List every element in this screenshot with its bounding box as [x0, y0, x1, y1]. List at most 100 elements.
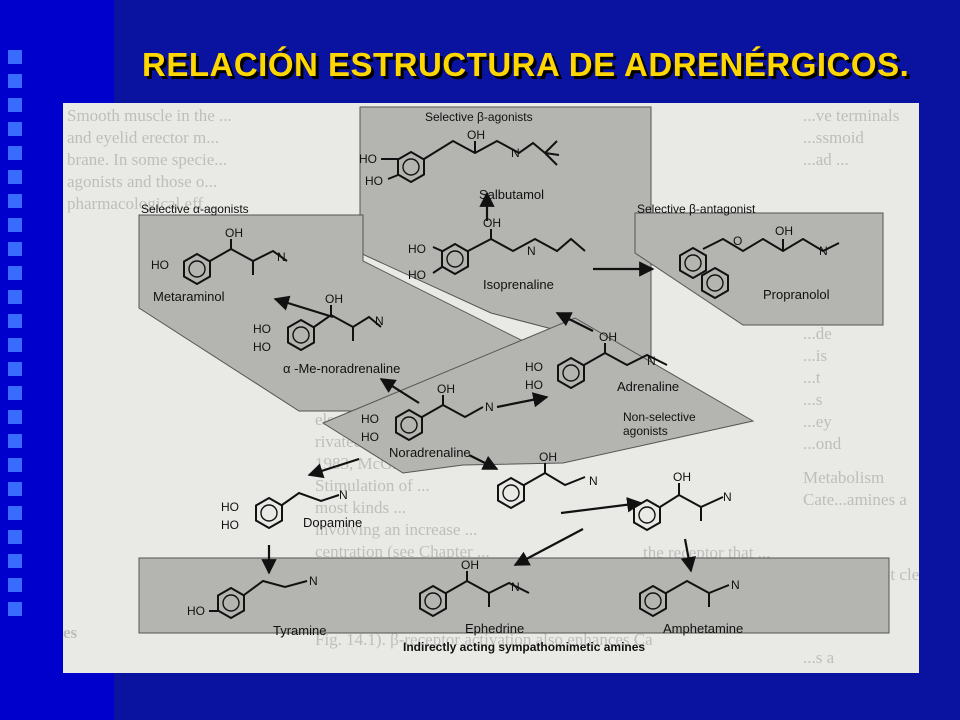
svg-text:N: N	[339, 488, 348, 502]
svg-text:Fig. 14.1). β-receptor activat: Fig. 14.1). β-receptor activation also e…	[315, 630, 653, 649]
arrow-intermediate-to-center	[560, 497, 643, 515]
svg-text:...t: ...t	[803, 368, 821, 387]
svg-text:HO: HO	[187, 604, 205, 618]
svg-text:...de: ...de	[803, 324, 832, 343]
compound-noradrenaline: Noradrenaline	[389, 445, 471, 460]
svg-text:...ssmoid: ...ssmoid	[803, 128, 864, 147]
svg-text:es: es	[63, 623, 78, 642]
label-indirect-amines: Indirectly acting sympathomimetic amines	[403, 640, 645, 654]
molecule-alpha-me-noradrenaline: OH N HO HO α -Me-noradrenaline	[253, 292, 400, 376]
svg-text:the receptor that ...: the receptor that ...	[643, 543, 770, 562]
svg-text:HO: HO	[359, 152, 377, 166]
svg-text:N: N	[277, 250, 286, 264]
svg-text:HO: HO	[151, 258, 169, 272]
svg-text:HO: HO	[408, 242, 426, 256]
arrow-noradrenaline-to-intermediate	[468, 454, 499, 470]
adrenergic-structure-figure: Smooth muscle in the ... and eyelid erec…	[63, 103, 919, 673]
svg-text:HO: HO	[253, 322, 271, 336]
svg-text:N: N	[375, 314, 384, 328]
svg-text:HO: HO	[525, 378, 543, 392]
svg-text:N: N	[723, 490, 732, 504]
panels	[138, 106, 890, 634]
arrow-me-noradrenaline-to-metaraminol	[273, 295, 334, 319]
panel-selective-beta-antagonist	[634, 212, 884, 326]
svg-text:HO: HO	[365, 174, 383, 188]
svg-text:HO: HO	[221, 518, 239, 532]
compound-propranolol: Propranolol	[763, 287, 830, 302]
slide-title: RELACIÓN ESTRUCTURA DE ADRENÉRGICOS.	[142, 46, 910, 83]
svg-text:OH: OH	[225, 226, 243, 240]
label-selective-beta-antagonist: Selective β-antagonist	[637, 202, 756, 216]
svg-text:HO: HO	[253, 340, 271, 354]
svg-text:N: N	[511, 146, 520, 160]
svg-text:OH: OH	[437, 382, 455, 396]
compound-metaraminol: Metaraminol	[153, 289, 225, 304]
svg-text:...ey: ...ey	[803, 412, 832, 431]
svg-text:brane. In some specie...: brane. In some specie...	[67, 150, 227, 169]
arrow-noradrenaline-to-adrenaline	[496, 392, 549, 409]
svg-text:pharmacological eff...: pharmacological eff...	[67, 194, 216, 213]
arrow-noradrenaline-to-me-noradrenaline	[379, 378, 420, 404]
compound-isoprenaline: Isoprenaline	[483, 277, 554, 292]
molecule-dopamine: N HO HO Dopamine	[221, 488, 362, 532]
arrow-noradrenaline-to-dopamine	[307, 457, 360, 479]
svg-text:N: N	[527, 244, 536, 258]
compound-dopamine: Dopamine	[303, 515, 362, 530]
molecule-intermediate: OH N	[497, 450, 598, 509]
svg-text:HO: HO	[525, 360, 543, 374]
svg-text:OH: OH	[483, 216, 501, 230]
arrows	[261, 191, 697, 575]
molecule-salbutamol: OH N HO HO Salbutamol	[359, 128, 560, 202]
svg-text:Stimulation of ...: Stimulation of ...	[315, 476, 430, 495]
svg-text:Smooth muscle in the ...: Smooth muscle in the ...	[67, 106, 232, 125]
label-non-selective-1: Non-selective	[623, 410, 696, 424]
molecule-tyramine: N HO Tyramine	[187, 574, 326, 638]
svg-text:N: N	[485, 400, 494, 414]
svg-text:...ve terminals: ...ve terminals	[803, 106, 899, 125]
svg-text:N: N	[589, 474, 598, 488]
compound-ephedrine: Ephedrine	[465, 621, 524, 636]
svg-text:Metabolism: Metabolism	[803, 468, 884, 487]
svg-text:HO: HO	[361, 430, 379, 444]
svg-text:most kinds ...: most kinds ...	[315, 498, 406, 517]
molecule-metaraminol: OH N HO Metaraminol	[151, 226, 288, 304]
svg-text:N: N	[511, 580, 520, 594]
svg-text:HO: HO	[361, 412, 379, 426]
label-selective-alpha-agonists: Selective α-agonists	[141, 202, 249, 216]
molecule-center-right: OH N	[633, 470, 732, 531]
label-non-selective-2: agonists	[623, 424, 668, 438]
molecule-propranolol: O OH N Propranolol	[679, 224, 840, 302]
svg-text:O: O	[733, 234, 742, 248]
decorative-squares	[8, 50, 26, 626]
molecule-ephedrine: OH N Ephedrine	[419, 558, 530, 636]
svg-text:N: N	[731, 578, 740, 592]
svg-text:Cate...amines a: Cate...amines a	[803, 490, 907, 509]
svg-text:and eyelid erector m...: and eyelid erector m...	[67, 128, 219, 147]
svg-text:...s a: ...s a	[803, 648, 835, 667]
svg-text:HO: HO	[408, 268, 426, 282]
arrow-adrenaline-to-isoprenaline	[555, 312, 594, 332]
compound-adrenaline: Adrenaline	[617, 379, 679, 394]
molecule-amphetamine: N Amphetamine	[639, 578, 743, 636]
svg-text:...is: ...is	[803, 346, 827, 365]
molecule-adrenaline: OH N HO HO Adrenaline	[525, 330, 679, 394]
svg-text:...ond: ...ond	[803, 434, 842, 453]
molecule-noradrenaline: OH N HO HO Noradrenaline	[361, 382, 494, 460]
svg-text:...ad ...: ...ad ...	[803, 150, 849, 169]
svg-text:OH: OH	[325, 292, 343, 306]
svg-text:OH: OH	[461, 558, 479, 572]
label-selective-beta-agonists: Selective β-agonists	[425, 110, 533, 124]
svg-text:N: N	[819, 244, 828, 258]
svg-text:N: N	[647, 354, 656, 368]
arrow-center-to-ephedrine	[513, 528, 584, 566]
svg-text:HO: HO	[221, 500, 239, 514]
svg-text:...s: ...s	[803, 390, 822, 409]
compound-tyramine: Tyramine	[273, 623, 326, 638]
arrow-center-to-amphetamine	[680, 538, 697, 573]
svg-text:OH: OH	[599, 330, 617, 344]
compound-salbutamol: Salbutamol	[479, 187, 544, 202]
compound-amphetamine: Amphetamine	[663, 621, 743, 636]
svg-text:OH: OH	[775, 224, 793, 238]
panel-indirect-amines	[138, 557, 890, 634]
svg-text:agonists and those o...: agonists and those o...	[67, 172, 217, 191]
